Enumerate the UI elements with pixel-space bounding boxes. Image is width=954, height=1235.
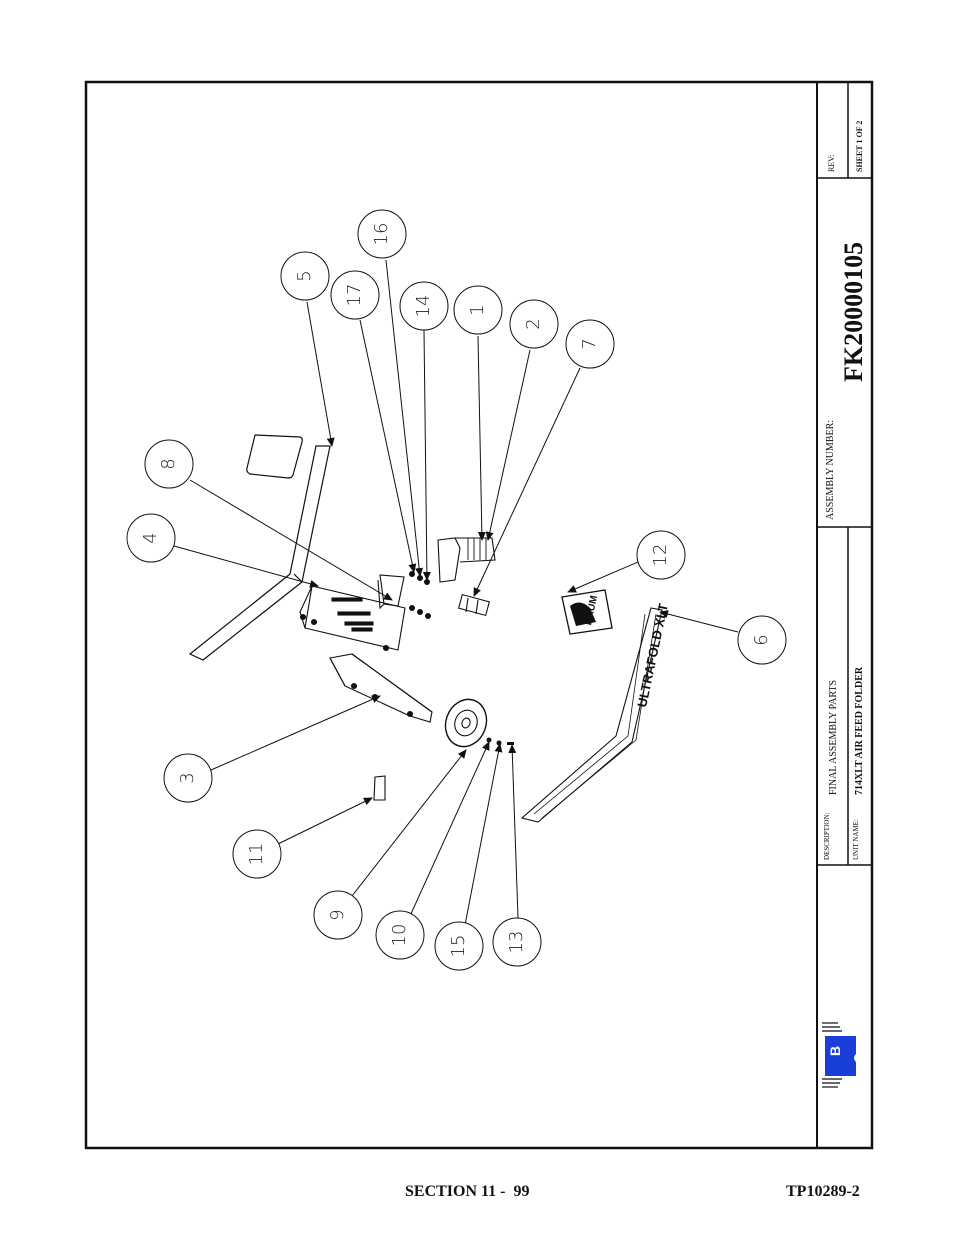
callout-3: 3 (163, 753, 213, 803)
assembly-number-label: ASSEMBLY NUMBER: (825, 420, 836, 520)
rev-label: REV: (827, 154, 836, 172)
part-3-channel (329, 653, 433, 723)
description: FINAL ASSEMBLY PARTS (828, 680, 839, 795)
svg-text:6: 6 (751, 634, 772, 645)
callout-13: 13 (492, 917, 542, 967)
callout-10: 10 (375, 910, 425, 960)
callout-9: 9 (313, 890, 363, 940)
baum-logo-icon: B (822, 1022, 856, 1088)
svg-text:1: 1 (467, 304, 488, 315)
svg-text:4: 4 (140, 532, 161, 543)
hardware-nuts (409, 571, 431, 619)
logo-letter: B (827, 1046, 843, 1056)
part-6-decal: ULTRAFOLD XLT (520, 602, 671, 823)
svg-text:2: 2 (523, 318, 544, 329)
unit-name: 714XLT AIR FEED FOLDER (854, 666, 865, 795)
part-1-elbow (437, 537, 496, 583)
svg-text:8: 8 (158, 458, 179, 469)
footer-section-number: SECTION 11 - 99 (405, 1183, 530, 1200)
part-9-wheel (444, 698, 488, 748)
callout-1: 1 (453, 285, 503, 335)
svg-text:12: 12 (650, 544, 671, 567)
description-label: DESCRIPTION: (823, 812, 831, 860)
svg-text:5: 5 (294, 270, 315, 281)
svg-text:15: 15 (448, 935, 469, 958)
part-4-panel (299, 585, 406, 652)
part-5-strip (188, 445, 331, 661)
sheet-label: SHEET 1 OF 2 (855, 121, 864, 172)
callout-17: 17 (330, 270, 380, 320)
part-7-fitting (457, 593, 491, 617)
callout-6: 6 (737, 615, 787, 665)
footer-document-number: TP10289-2 (786, 1183, 860, 1200)
svg-text:10: 10 (389, 924, 410, 947)
svg-text:17: 17 (344, 284, 365, 307)
unit-name-label: UNIT NAME: (852, 819, 860, 860)
label-plate (246, 434, 303, 479)
part-12-baum-badge: BAUM (561, 589, 613, 635)
drawing-border (84, 80, 874, 1150)
svg-text:11: 11 (246, 843, 267, 866)
callout-bubbles: 5 17 16 14 1 2 7 8 (126, 209, 787, 971)
svg-text:9: 9 (327, 909, 348, 920)
callout-14: 14 (399, 281, 449, 331)
callout-4: 4 (126, 513, 176, 563)
svg-text:7: 7 (579, 338, 600, 349)
callout-5: 5 (280, 251, 330, 301)
callout-15: 15 (434, 921, 484, 971)
callout-12: 12 (636, 530, 686, 580)
callout-16: 16 (357, 209, 407, 259)
title-block (816, 82, 872, 1148)
svg-text:3: 3 (177, 772, 198, 783)
callout-7: 7 (565, 319, 615, 369)
callout-11: 11 (232, 829, 282, 879)
decal-label: ULTRAFOLD XLT (634, 602, 671, 709)
callout-8: 8 (144, 439, 194, 489)
assembly-number: FK20000105 (839, 242, 868, 382)
svg-text:14: 14 (413, 295, 434, 318)
part-11-tag (373, 775, 386, 801)
svg-text:16: 16 (371, 223, 392, 246)
callout-leaders (173, 259, 739, 926)
callout-2: 2 (509, 299, 559, 349)
svg-text:13: 13 (506, 931, 527, 954)
